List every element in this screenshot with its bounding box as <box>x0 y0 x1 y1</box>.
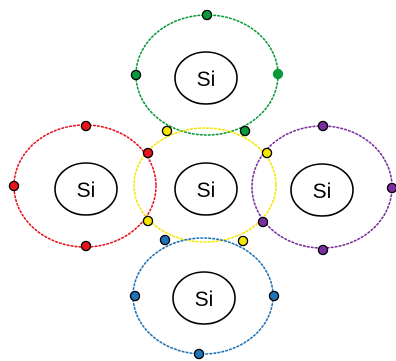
electron-center-2 <box>261 147 273 159</box>
atom-label-center: Si <box>197 179 216 202</box>
electron-left-4 <box>80 240 92 252</box>
electron-bottom-4 <box>193 348 205 360</box>
electron-top-4 <box>239 125 251 137</box>
atom-label-top: Si <box>197 68 216 91</box>
nucleus-top <box>174 51 238 105</box>
electron-right-1 <box>317 120 329 132</box>
electron-bottom-3 <box>268 290 280 302</box>
electron-left-2 <box>8 180 20 192</box>
atom-label-left: Si <box>77 179 96 202</box>
electron-center-4 <box>237 235 249 247</box>
electron-top-3 <box>272 68 284 80</box>
nucleus-center <box>174 162 238 216</box>
atom-labels: Si Si Si Si Si <box>77 68 332 311</box>
nucleus-left <box>54 162 118 216</box>
electron-bottom-2 <box>129 290 141 302</box>
electron-top-1 <box>201 9 213 21</box>
nucleus-bottom <box>172 271 236 325</box>
atom-label-right: Si <box>313 180 332 203</box>
electron-center-1 <box>161 125 173 137</box>
electron-bottom-1 <box>159 234 171 246</box>
electrons <box>8 9 396 360</box>
electron-right-2 <box>386 182 396 194</box>
electron-center-3 <box>142 215 154 227</box>
nucleus-right <box>290 163 354 217</box>
atom-label-bottom: Si <box>195 288 214 311</box>
electron-left-1 <box>80 120 92 132</box>
electron-top-2 <box>130 69 142 81</box>
orbit-center <box>133 127 277 243</box>
electron-right-4 <box>317 244 329 256</box>
electron-left-3 <box>142 147 154 159</box>
electron-right-3 <box>257 216 269 228</box>
nuclei <box>54 51 354 325</box>
